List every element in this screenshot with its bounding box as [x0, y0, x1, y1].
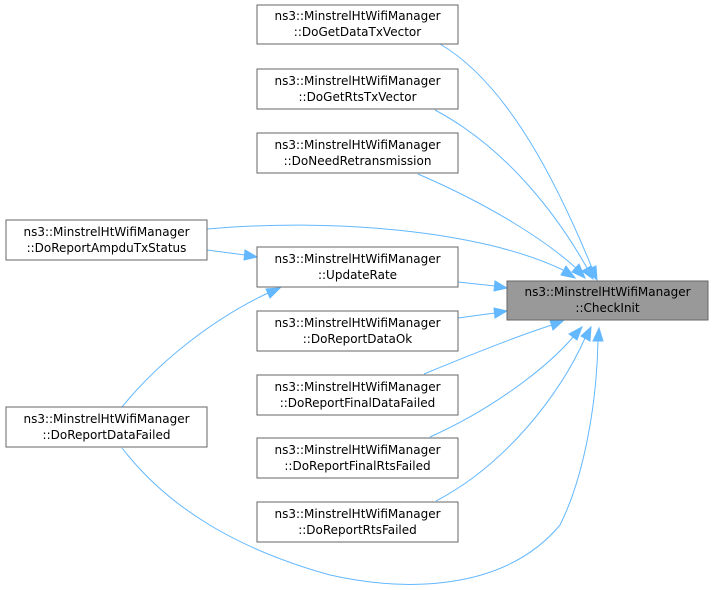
- edge-arrowhead: [243, 249, 259, 261]
- edges: [121, 43, 604, 585]
- graph-node-doreportfinaldatafailed[interactable]: ns3::MinstrelHtWifiManager ::DoReportFin…: [256, 374, 459, 416]
- edge-arrowhead: [571, 263, 586, 279]
- graph-node-checkinit[interactable]: ns3::MinstrelHtWifiManager ::CheckInit: [506, 280, 709, 321]
- edge-arrowhead: [581, 265, 594, 281]
- node-label-line1: ns3::MinstrelHtWifiManager: [274, 252, 440, 266]
- edge-doreportdatafailed-to-checkinit: [121, 339, 599, 585]
- edge-doreportampdutxstatus-to-updaterate: [206, 249, 246, 256]
- graph-node-doreportrtsfailed[interactable]: ns3::MinstrelHtWifiManager ::DoReportRts…: [256, 501, 459, 543]
- edge-arrowhead: [493, 307, 509, 319]
- edge-dogetrtstxvector-to-checkinit: [434, 109, 588, 269]
- edge-updaterate-to-checkinit: [457, 281, 496, 287]
- graph-node-updaterate[interactable]: ns3::MinstrelHtWifiManager ::UpdateRate: [256, 246, 459, 288]
- edge-arrowhead: [560, 265, 577, 279]
- node-label-line1: ns3::MinstrelHtWifiManager: [274, 316, 440, 330]
- node-label-line1: ns3::MinstrelHtWifiManager: [274, 74, 440, 88]
- node-label-line2: ::DoReportDataFailed: [43, 428, 171, 442]
- edge-arrowhead: [493, 280, 509, 292]
- edge-arrowhead: [580, 325, 592, 342]
- edge-arrowhead: [568, 325, 583, 341]
- edge-dogetdatatxvector-to-checkinit: [439, 43, 593, 269]
- node-label-line2: ::DoReportAmpduTxStatus: [27, 241, 187, 255]
- node-label-line2: ::UpdateRate: [318, 268, 397, 282]
- node-label-line1: ns3::MinstrelHtWifiManager: [23, 412, 189, 426]
- graph-node-doneedretransmission[interactable]: ns3::MinstrelHtWifiManager ::DoNeedRetra…: [256, 132, 459, 174]
- node-label-line2: ::DoReportDataOk: [303, 332, 413, 346]
- graph-node-dogetrtstxvector[interactable]: ns3::MinstrelHtWifiManager ::DoGetRtsTxV…: [256, 68, 459, 110]
- node-label-line2: ::DoReportFinalDataFailed: [280, 396, 436, 410]
- graph-node-doreportdatafailed[interactable]: ns3::MinstrelHtWifiManager ::DoReportDat…: [5, 406, 208, 448]
- edge-doreportrtsfailed-to-checkinit: [435, 337, 586, 502]
- graph-node-dogetdatatxvector[interactable]: ns3::MinstrelHtWifiManager ::DoGetDataTx…: [256, 4, 459, 45]
- graph-node-doreportampdutxstatus[interactable]: ns3::MinstrelHtWifiManager ::DoReportAmp…: [5, 219, 208, 261]
- node-label-line2: ::DoGetRtsTxVector: [298, 90, 416, 104]
- node-label-line1: ns3::MinstrelHtWifiManager: [274, 507, 440, 521]
- node-label-line1: ns3::MinstrelHtWifiManager: [274, 443, 440, 457]
- graph-node-doreportfinalrtsfailed[interactable]: ns3::MinstrelHtWifiManager ::DoReportFin…: [256, 437, 459, 479]
- node-label-line2: ::DoReportFinalRtsFailed: [284, 459, 430, 473]
- edge-doreportdatafailed-to-updaterate: [121, 292, 269, 408]
- node-label-line2: ::DoGetDataTxVector: [294, 25, 421, 39]
- edge-doreportfinalrtsfailed-to-checkinit: [429, 335, 575, 438]
- node-label-line2: ::DoNeedRetransmission: [284, 154, 432, 168]
- edge-arrowhead: [592, 326, 604, 342]
- edge-doneedretransmission-to-checkinit: [417, 173, 577, 269]
- node-label-line2: ::DoReportRtsFailed: [298, 523, 417, 537]
- node-label-line1: ns3::MinstrelHtWifiManager: [274, 9, 440, 23]
- node-label-line1: ns3::MinstrelHtWifiManager: [524, 285, 690, 299]
- edge-doreportdataok-to-checkinit: [457, 312, 496, 319]
- edge-arrowhead: [549, 319, 565, 331]
- node-label-line1: ns3::MinstrelHtWifiManager: [274, 138, 440, 152]
- edge-doreportampdutxstatus-to-checkinit: [206, 224, 564, 271]
- edge-arrowhead: [265, 287, 282, 299]
- edge-doreportfinaldatafailed-to-checkinit: [423, 324, 553, 375]
- node-label-line1: ns3::MinstrelHtWifiManager: [23, 225, 189, 239]
- node-label-line1: ns3::MinstrelHtWifiManager: [274, 380, 440, 394]
- node-label-line2: ::CheckInit: [575, 301, 639, 315]
- graph-node-doreportdataok[interactable]: ns3::MinstrelHtWifiManager ::DoReportDat…: [256, 310, 459, 352]
